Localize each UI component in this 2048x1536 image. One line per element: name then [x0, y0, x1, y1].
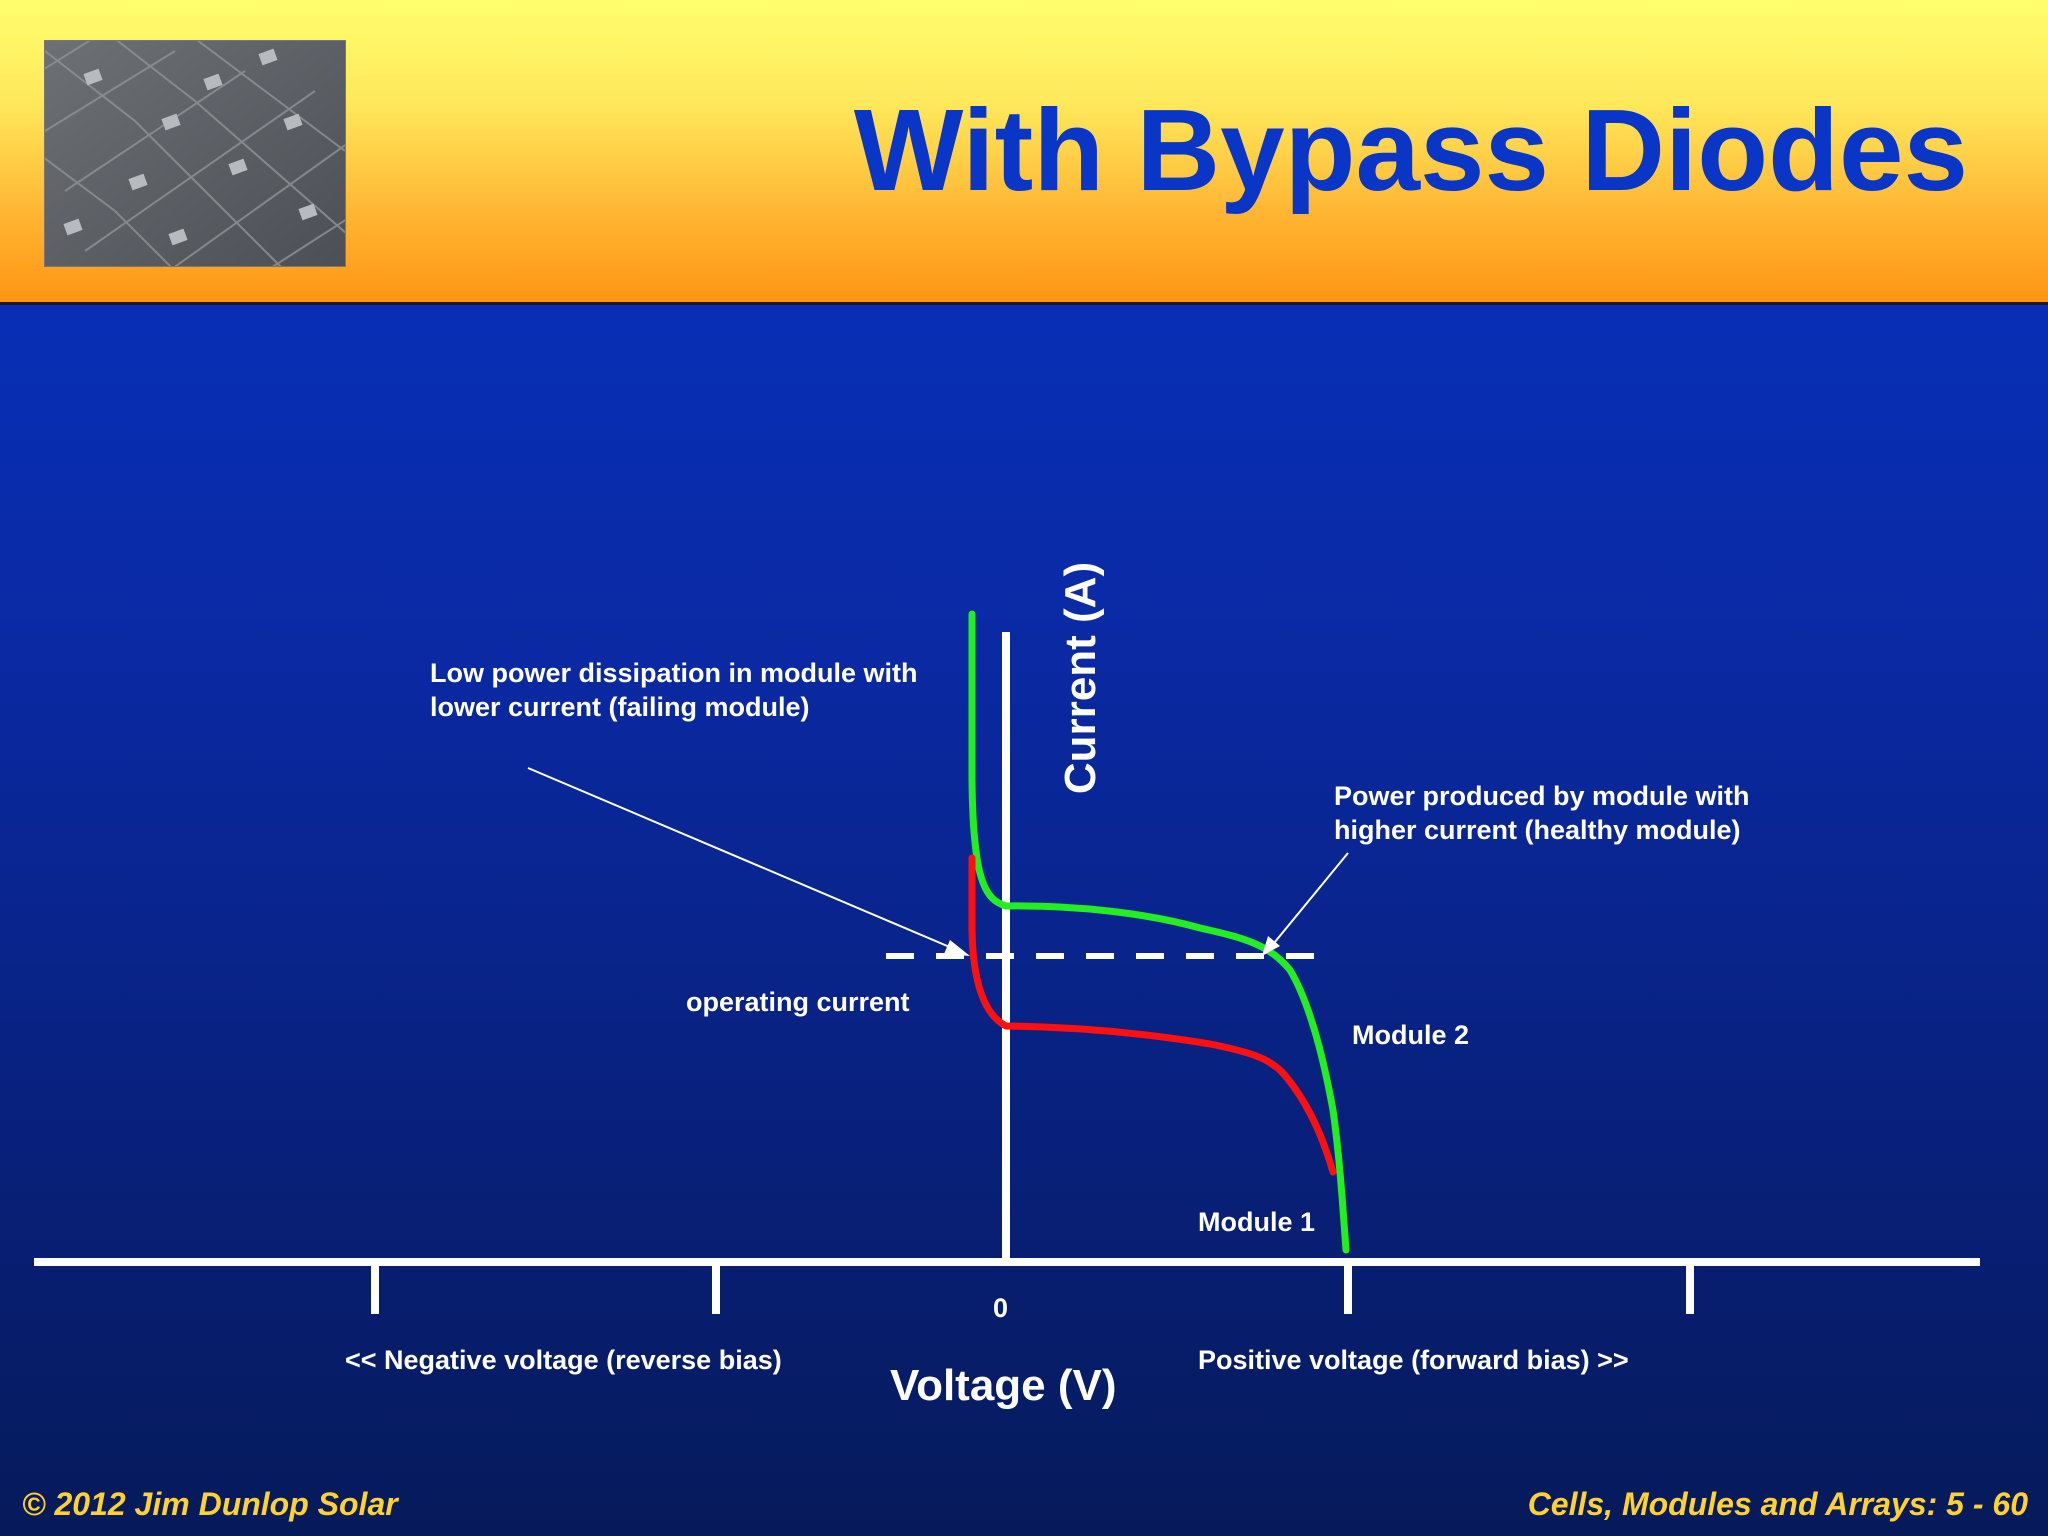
y-axis-label: Current (A): [1056, 561, 1105, 795]
annotation-high-power-line1: Power produced by module with: [1334, 781, 1750, 811]
negative-voltage-label: << Negative voltage (reverse bias): [345, 1345, 782, 1375]
positive-voltage-label: Positive voltage (forward bias) >>: [1198, 1345, 1629, 1375]
module-1-label: Module 1: [1198, 1207, 1316, 1237]
annotation-high-power-line2: higher current (healthy module): [1334, 815, 1741, 845]
annotation-low-power-line2: lower current (failing module): [430, 692, 810, 722]
x-axis-label: Voltage (V): [890, 1361, 1117, 1410]
solar-cell-photo-icon: [44, 40, 346, 267]
footer-copyright: © 2012 Jim Dunlop Solar: [22, 1486, 398, 1522]
annotation-high-power: Power produced by module with higher cur…: [1334, 779, 1750, 847]
origin-label: 0: [993, 1293, 1009, 1323]
arrowhead-low-power: [944, 940, 970, 956]
module-2-curve: [968, 610, 1350, 1254]
slide-title: With Bypass Diodes: [853, 85, 1968, 215]
annotation-low-power: Low power dissipation in module with low…: [430, 656, 918, 724]
footer-page-number: Cells, Modules and Arrays: 5 - 60: [1527, 1486, 2028, 1522]
arrow-high-power: [1269, 852, 1349, 949]
module-1-curve: [968, 854, 1337, 1176]
annotation-low-power-line1: Low power dissipation in module with: [430, 658, 918, 688]
arrowhead-high-power: [1262, 936, 1280, 956]
operating-current-label: operating current: [686, 987, 910, 1017]
arrow-low-power: [527, 767, 953, 949]
module-2-label: Module 2: [1352, 1020, 1470, 1050]
slide-header: With Bypass Diodes: [0, 0, 2048, 305]
